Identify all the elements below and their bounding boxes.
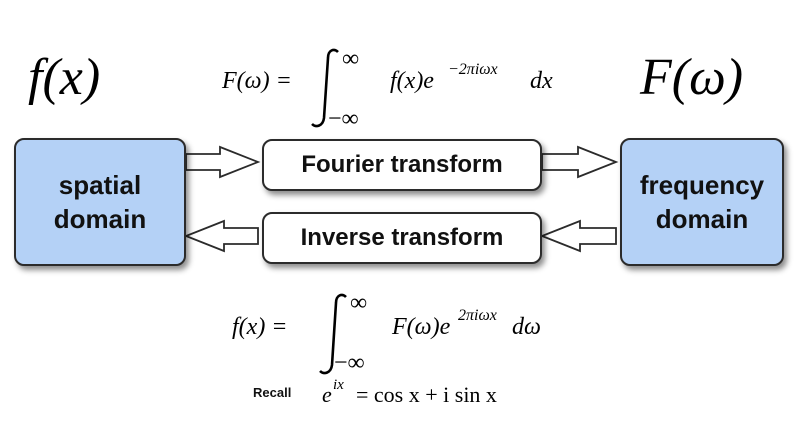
inverse-upper-limit: ∞ (350, 290, 367, 316)
fourier-transform-box: Fourier transform (262, 139, 542, 191)
inverse-exponent: 2πiωx (458, 307, 497, 324)
frequency-function-label: F(ω) (640, 49, 744, 106)
euler-base: e (322, 382, 332, 407)
arrow-left-icon (539, 219, 617, 253)
inverse-differential: dω (512, 314, 541, 340)
forward-lower-limit: −∞ (328, 106, 359, 132)
forward-formula: F(ω) = ∞ −∞ f(x)e −2πiωx dx (221, 46, 553, 132)
euler-rhs: = cos x + i sin x (356, 382, 497, 407)
euler-exponent: ix (333, 377, 344, 393)
frequency-domain-line1: frequency (639, 170, 765, 200)
inverse-formula: f(x) = ∞ −∞ F(ω)e 2πiωx dω (232, 290, 541, 376)
euler-formula: e ix = cos x + i sin x (322, 377, 497, 407)
spatial-function-label: f(x) (28, 49, 101, 106)
forward-upper-limit: ∞ (342, 46, 359, 72)
arrow-right-icon (185, 145, 261, 179)
recall-label: Recall (253, 385, 292, 400)
forward-differential: dx (530, 68, 553, 94)
inverse-formula-lhs: f(x) = (232, 314, 288, 340)
inverse-integrand: F(ω)e (391, 314, 451, 340)
frequency-domain-box: frequency domain (620, 138, 784, 266)
spatial-domain-line1: spatial (58, 170, 142, 200)
forward-formula-lhs: F(ω) = (221, 68, 292, 94)
arrow-left-icon (183, 219, 259, 253)
arrow-right-icon (541, 145, 619, 179)
forward-exponent: −2πiωx (448, 61, 498, 78)
spatial-domain-line2: domain (53, 204, 147, 234)
frequency-domain-line2: domain (655, 204, 749, 234)
inverse-transform-box: Inverse transform (262, 212, 542, 264)
forward-integral-sign (311, 48, 339, 128)
spatial-domain-box: spatial domain (14, 138, 186, 266)
inverse-lower-limit: −∞ (334, 350, 365, 376)
inverse-integral-sign (319, 293, 347, 375)
forward-integrand: f(x)e (390, 68, 434, 94)
